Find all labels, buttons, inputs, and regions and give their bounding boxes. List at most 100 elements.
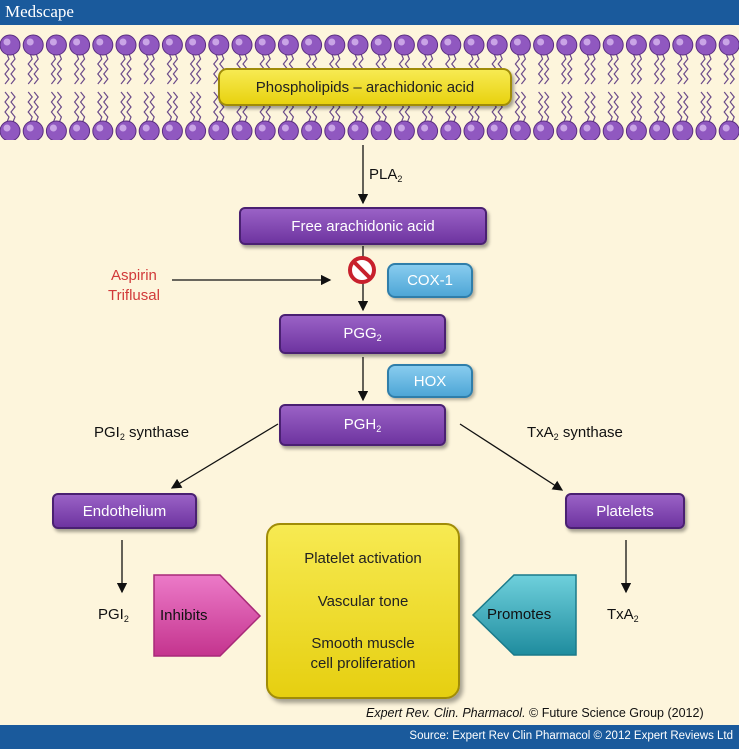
lipid-head-highlight [235,124,243,132]
lipid-head-highlight [189,38,197,46]
lipid-tail [590,53,596,85]
lipid-tail [567,53,573,85]
inhibition-icon [348,256,376,284]
endothelium-box: Endothelium [52,493,197,529]
lipid-tail [195,53,202,85]
aspirin-label: Aspirin [111,267,157,284]
phospholipids-box: Phospholipids – arachidonic acid [218,68,512,106]
lipid-head-highlight [142,38,150,46]
lipid-head-highlight [328,38,336,46]
lipid-tail [73,53,80,85]
lipid-head-highlight [374,38,382,46]
lipid-head-highlight [583,124,591,132]
lipid-head-highlight [421,124,429,132]
lipid-head-highlight [513,38,521,46]
lipid-head-highlight [653,38,661,46]
lipid-head-highlight [281,38,289,46]
lipid-head-highlight [374,124,382,132]
lipid-head-highlight [142,124,150,132]
lipid-tail [143,53,149,85]
lipid-tail [10,53,16,85]
lipid-tail [514,53,521,85]
lipid-tail [514,91,521,123]
triflusal-label: Triflusal [108,287,160,304]
pla2-label: PLA2 [369,166,403,184]
lipid-head-highlight [490,38,498,46]
lipid-head-highlight [583,38,591,46]
arrow-pgh2-to-platelets [459,423,564,491]
lipid-head-highlight [490,124,498,132]
effect-cell-proliferation: cell proliferation [310,655,416,672]
lipid-tail [195,91,202,123]
lipid-tail [172,91,179,123]
lipid-tail [126,91,132,123]
lipid-tail [33,53,39,85]
lipid-head-highlight [328,124,336,132]
lipid-head-highlight [444,38,452,46]
lipid-tail [56,91,63,123]
lipid-tail [189,53,196,85]
effects-box: Platelet activation Vascular tone Smooth… [266,523,460,699]
lipid-tail [4,53,10,85]
lipid-head-highlight [699,124,707,132]
pgg2-box: PGG2 [279,314,446,354]
lipid-head-highlight [606,38,614,46]
lipid-tail [683,53,689,85]
inhibits-arrow-shape [153,574,262,657]
lipid-head-highlight [397,124,405,132]
lipid-head-highlight [722,38,730,46]
lipid-head-highlight [351,38,359,46]
footer-bar: Source: Expert Rev Clin Pharmacol © 2012… [0,725,739,749]
lipid-tail [607,53,613,85]
lipid-tail [543,53,550,85]
platelets-box: Platelets [565,493,685,529]
lipid-tail [172,53,179,85]
lipid-head-highlight [96,38,104,46]
source-credit: Source: Expert Rev Clin Pharmacol © 2012… [409,730,733,742]
lipid-tail [700,91,706,123]
promotes-arrow-shape [471,574,577,656]
lipid-head-highlight [73,124,81,132]
lipid-head-highlight [537,38,545,46]
lipid-tail [50,53,57,85]
figure-caption: Expert Rev. Clin. Pharmacol. © Future Sc… [366,706,704,720]
phospholipids-label: Phospholipids – arachidonic acid [255,78,475,96]
lipid-tail [4,91,10,123]
lipid-head-highlight [305,124,313,132]
pgi2-synthase-label: PGI2 synthase [94,424,190,442]
lipid-tail [561,53,567,85]
lipid-head-highlight [3,124,11,132]
lipid-head-highlight [212,38,220,46]
lipid-tail [143,91,149,123]
lipid-head-highlight [305,38,313,46]
medscape-logo: Medscape [5,2,74,21]
lipid-head-highlight [165,38,173,46]
lipid-head-highlight [189,124,197,132]
effect-platelet-activation: Platelet activation [304,550,422,567]
lipid-head-highlight [467,38,475,46]
lipid-tail [706,91,712,123]
lipid-tail [706,53,712,85]
lipid-tail [103,91,109,123]
lipid-tail [700,53,706,85]
lipid-head-highlight [467,124,475,132]
lipid-tail [613,91,619,123]
lipid-tail [103,53,109,85]
lipid-head-highlight [653,124,661,132]
lipid-tail [636,53,643,85]
lipid-tail [723,53,729,85]
lipid-tail [653,91,660,123]
lipid-head-highlight [676,124,684,132]
lipid-tail [10,91,16,123]
lipid-tail [79,53,86,85]
lipid-tail [120,53,126,85]
lipid-tail [567,91,573,123]
lipid-head-highlight [26,124,34,132]
lipid-head-highlight [421,38,429,46]
lipid-tail [520,53,527,85]
lipid-tail [729,91,735,123]
lipid-head-highlight [351,124,359,132]
header-bar: Medscape [0,0,739,25]
lipid-tail [543,91,550,123]
